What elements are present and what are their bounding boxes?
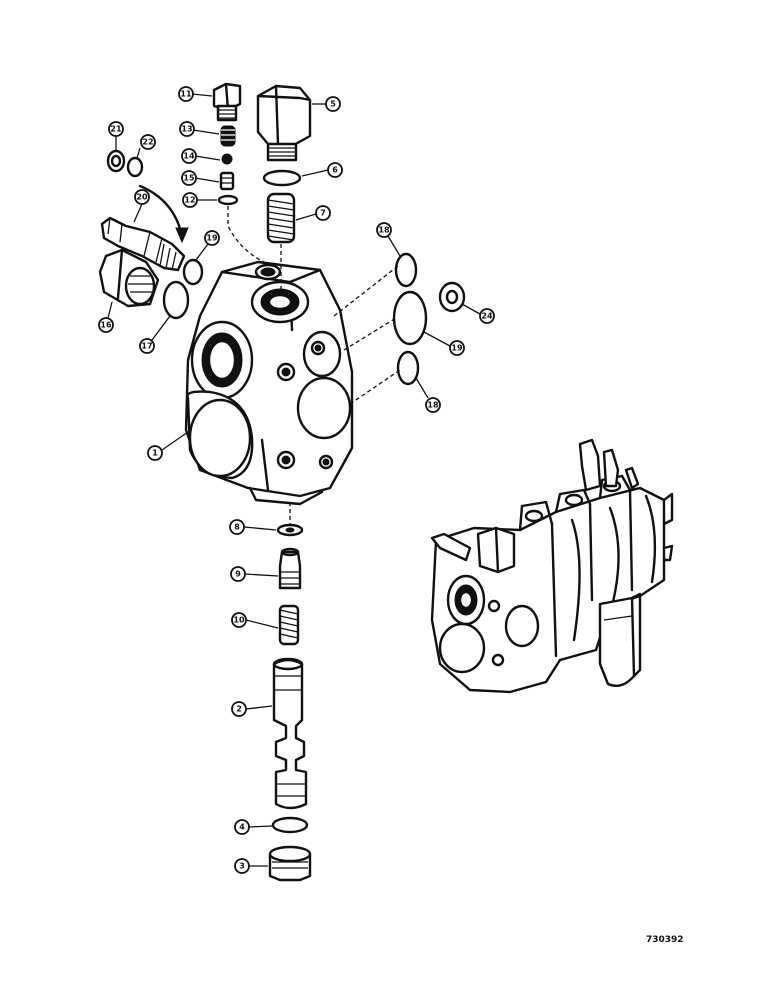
- svg-text:19: 19: [451, 344, 463, 353]
- assembled-control-valve: [430, 438, 674, 694]
- callout-8: 8: [229, 519, 245, 535]
- fitting-assembly: [98, 149, 204, 320]
- svg-text:10: 10: [233, 616, 245, 625]
- svg-text:18: 18: [427, 401, 439, 410]
- svg-text:9: 9: [235, 570, 241, 579]
- svg-text:4: 4: [239, 823, 245, 832]
- valve-housing: [184, 260, 354, 506]
- callout-15: 15: [181, 170, 197, 186]
- callout-19: 19: [449, 340, 465, 356]
- svg-text:12: 12: [184, 196, 195, 205]
- spool-stack: [268, 502, 312, 882]
- svg-text:17: 17: [141, 342, 152, 351]
- callout-12: 12: [182, 192, 198, 208]
- callout-5: 5: [325, 96, 341, 112]
- svg-text:24: 24: [481, 312, 493, 321]
- callout-2: 2: [231, 701, 247, 717]
- callout-10: 10: [231, 612, 247, 628]
- reference-code: 730392: [646, 935, 684, 945]
- spring-7: [266, 192, 296, 244]
- callout-24: 24: [479, 308, 495, 324]
- svg-text:3: 3: [239, 862, 245, 871]
- callout-3: 3: [234, 858, 250, 874]
- svg-text:20: 20: [136, 193, 148, 202]
- callout-11: 11: [178, 86, 194, 102]
- callout-13: 13: [179, 121, 195, 137]
- callout-1: 1: [147, 445, 163, 461]
- svg-text:6: 6: [332, 166, 338, 175]
- svg-text:19: 19: [206, 234, 218, 243]
- svg-text:22: 22: [142, 138, 153, 147]
- callout-7: 7: [315, 205, 331, 221]
- callout-18-bottom: 18: [425, 397, 441, 413]
- svg-text:8: 8: [234, 523, 240, 532]
- svg-text:21: 21: [110, 125, 122, 134]
- svg-text:18: 18: [378, 226, 390, 235]
- callout-4: 4: [234, 819, 250, 835]
- callout-18-top: 18: [376, 222, 392, 238]
- callout-23: 22: [140, 134, 156, 150]
- right-seals: [333, 252, 466, 405]
- callout-21: 19: [204, 230, 220, 246]
- svg-text:14: 14: [183, 152, 195, 161]
- callout-17: 17: [139, 338, 155, 354]
- callout-9: 9: [230, 566, 246, 582]
- svg-text:11: 11: [180, 90, 192, 99]
- callout-6: 6: [327, 162, 343, 178]
- callout-20: 20: [134, 189, 150, 205]
- svg-text:2: 2: [236, 705, 242, 714]
- svg-text:16: 16: [100, 321, 112, 330]
- callout-14: 14: [181, 148, 197, 164]
- svg-text:15: 15: [183, 174, 195, 183]
- callout-16: 16: [98, 317, 114, 333]
- svg-text:5: 5: [330, 100, 336, 109]
- relief-cap-stack: [256, 84, 312, 290]
- callouts: 11 13 14 15 12 5 6 7 21 22 20 19: [98, 86, 495, 874]
- svg-text:13: 13: [181, 125, 192, 134]
- relief-plug-stack: [212, 82, 265, 263]
- svg-text:7: 7: [320, 209, 326, 218]
- callout-22: 21: [108, 121, 124, 137]
- svg-text:1: 1: [152, 449, 158, 458]
